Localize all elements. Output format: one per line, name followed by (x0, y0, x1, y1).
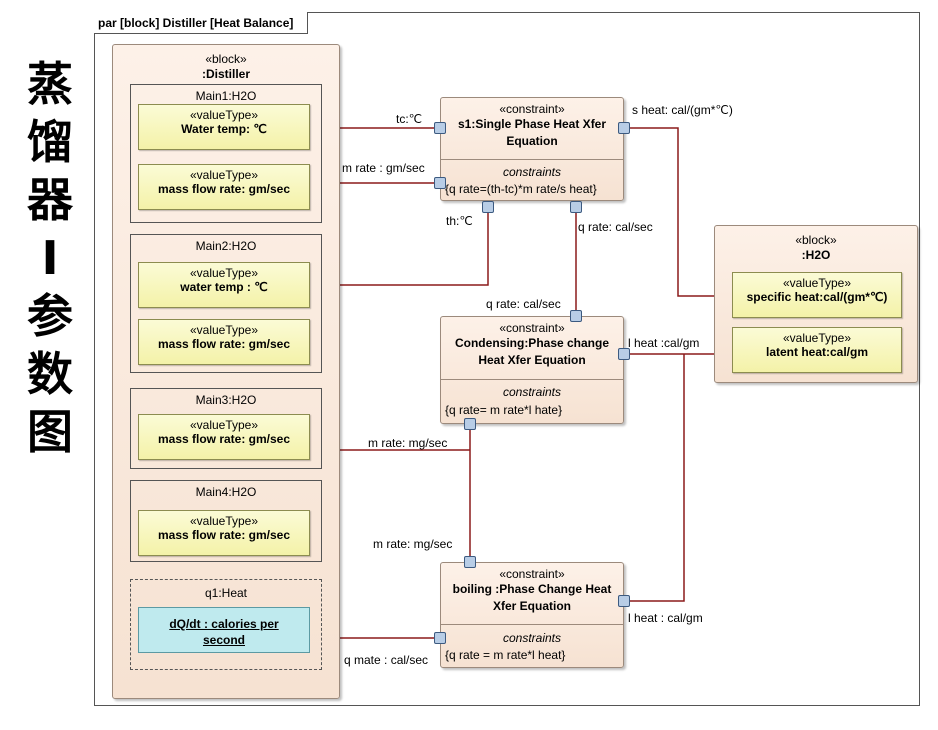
part-main3-title: Main3:H2O (195, 393, 257, 407)
value-mass-flow-main3[interactable]: «valueType» mass flow rate: gm/sec (138, 414, 310, 460)
value-stereotype: «valueType» (189, 266, 259, 280)
port-m-rate-2[interactable] (464, 418, 476, 430)
h2o-name: :H2O (801, 248, 831, 262)
port-q-rate-out[interactable] (570, 201, 582, 213)
part-main3[interactable]: Main3:H2O (130, 388, 322, 469)
constraint-name-line2: Heat Xfer Equation (478, 353, 586, 367)
part-main2[interactable]: Main2:H2O (130, 234, 322, 373)
constraint-compartment-label: constraints (502, 385, 562, 399)
value-stereotype: «valueType» (189, 168, 259, 182)
part-main2-title: Main2:H2O (195, 239, 257, 253)
port-th[interactable] (482, 201, 494, 213)
connector-th (309, 207, 489, 286)
constraint-name-line2: Equation (506, 134, 558, 148)
heat-rate-line2: second (202, 633, 245, 647)
value-stereotype: «valueType» (782, 276, 852, 290)
label-q-rate-out: q rate: cal/sec (578, 220, 653, 234)
diagram-frame (94, 12, 920, 706)
port-m-rate-3[interactable] (464, 556, 476, 568)
label-m-rate-1: m rate : gm/sec (342, 161, 425, 175)
label-m-rate-3: m rate: mg/sec (373, 537, 453, 551)
constraint-compartment-label: constraints (502, 165, 562, 179)
constraint-name-line1: boiling :Phase Change Heat (452, 582, 612, 596)
value-name: Water temp: ℃ (181, 122, 267, 136)
value-heat-rate[interactable]: dQ/dt : calories per second (138, 607, 310, 653)
label-l-heat-2: l heat : cal/gm (628, 611, 703, 625)
part-main1[interactable]: Main1:H2O (130, 84, 322, 223)
value-water-temp-main1[interactable]: «valueType» Water temp: ℃ (138, 104, 310, 150)
connector-s-heat (624, 127, 733, 297)
heat-rate-line1: dQ/dt : calories per (169, 617, 279, 631)
port-l-heat-1[interactable] (618, 348, 630, 360)
side-title-char: 器 (27, 173, 73, 227)
distiller-stereotype: «block» (205, 52, 247, 66)
value-water-temp-main2[interactable]: «valueType» water temp : ℃ (138, 262, 310, 308)
constraint-stereotype: «constraint» (499, 321, 565, 335)
value-name: water temp : ℃ (180, 280, 268, 294)
value-latent-heat[interactable]: «valueType» latent heat:cal/gm (732, 327, 902, 373)
part-q1-heat[interactable]: q1:Heat (130, 579, 322, 670)
constraint-name-line1: s1:Single Phase Heat Xfer (457, 117, 607, 131)
constraint-stereotype: «constraint» (499, 567, 565, 581)
value-name: mass flow rate: gm/sec (157, 528, 291, 542)
label-m-rate-2: m rate: mg/sec (368, 436, 448, 450)
constraint-divider (441, 379, 623, 380)
frame-title: par [block] Distiller [Heat Balance] (94, 12, 309, 34)
constraint-equation: {q rate=(th-tc)*m rate/s heat} (445, 182, 597, 196)
label-l-heat-1: l heat :cal/gm (628, 336, 700, 350)
distiller-block[interactable]: «block» :Distiller (112, 44, 340, 699)
side-title: 蒸 馏 器 I 参 数 图 (20, 55, 80, 461)
value-stereotype: «valueType» (782, 331, 852, 345)
label-s-heat: s heat: cal/(gm*℃) (632, 103, 733, 117)
value-name: latent heat:cal/gm (765, 345, 869, 359)
value-stereotype: «valueType» (189, 323, 259, 337)
value-mass-flow-main2[interactable]: «valueType» mass flow rate: gm/sec (138, 319, 310, 365)
constraint-equation: {q rate = m rate*l heat} (445, 648, 566, 662)
part-main4[interactable]: Main4:H2O (130, 480, 322, 562)
constraint-name-line1: Condensing:Phase change (454, 336, 610, 350)
side-title-char: I (41, 231, 59, 285)
port-tc[interactable] (434, 122, 446, 134)
label-q-mate: q mate : cal/sec (344, 653, 429, 667)
label-th: th:℃ (446, 214, 473, 228)
side-title-char: 图 (27, 405, 73, 459)
part-main1-title: Main1:H2O (195, 89, 257, 103)
side-title-char: 蒸 (27, 57, 73, 111)
port-m-rate-1[interactable] (434, 177, 446, 189)
side-title-char: 参 (27, 289, 73, 343)
constraint-equation: {q rate= m rate*l hate} (445, 403, 563, 417)
constraint-stereotype: «constraint» (499, 102, 565, 116)
distiller-name: :Distiller (201, 67, 250, 81)
part-q1-heat-title: q1:Heat (204, 586, 248, 600)
value-stereotype: «valueType» (189, 514, 259, 528)
part-main4-title: Main4:H2O (195, 485, 257, 499)
value-name: specific heat:cal/(gm*℃) (746, 290, 888, 304)
value-specific-heat[interactable]: «valueType» specific heat:cal/(gm*℃) (732, 272, 902, 318)
side-title-char: 数 (27, 347, 73, 401)
value-mass-flow-main4[interactable]: «valueType» mass flow rate: gm/sec (138, 510, 310, 556)
label-q-rate-in: q rate: cal/sec (486, 297, 561, 311)
value-name: mass flow rate: gm/sec (157, 182, 291, 196)
port-q-mate[interactable] (434, 632, 446, 644)
port-s-heat[interactable] (618, 122, 630, 134)
value-name: mass flow rate: gm/sec (157, 337, 291, 351)
port-l-heat-2[interactable] (618, 595, 630, 607)
constraint-condensing[interactable]: «constraint» Condensing:Phase change Hea… (440, 316, 624, 424)
h2o-stereotype: «block» (795, 233, 837, 247)
connector-latent-heat-boil (624, 354, 685, 602)
side-title-char: 馏 (27, 115, 73, 169)
constraint-single-phase[interactable]: «constraint» s1:Single Phase Heat Xfer E… (440, 97, 624, 201)
value-stereotype: «valueType» (189, 108, 259, 122)
constraint-divider (441, 159, 623, 160)
constraint-divider (441, 624, 623, 625)
constraint-boiling[interactable]: «constraint» boiling :Phase Change Heat … (440, 562, 624, 668)
constraint-name-line2: Xfer Equation (492, 599, 571, 613)
value-mass-flow-main1[interactable]: «valueType» mass flow rate: gm/sec (138, 164, 310, 210)
value-name: mass flow rate: gm/sec (157, 432, 291, 446)
port-q-rate-in[interactable] (570, 310, 582, 322)
label-tc: tc:℃ (396, 112, 423, 126)
constraint-compartment-label: constraints (502, 631, 562, 645)
value-stereotype: «valueType» (189, 418, 259, 432)
